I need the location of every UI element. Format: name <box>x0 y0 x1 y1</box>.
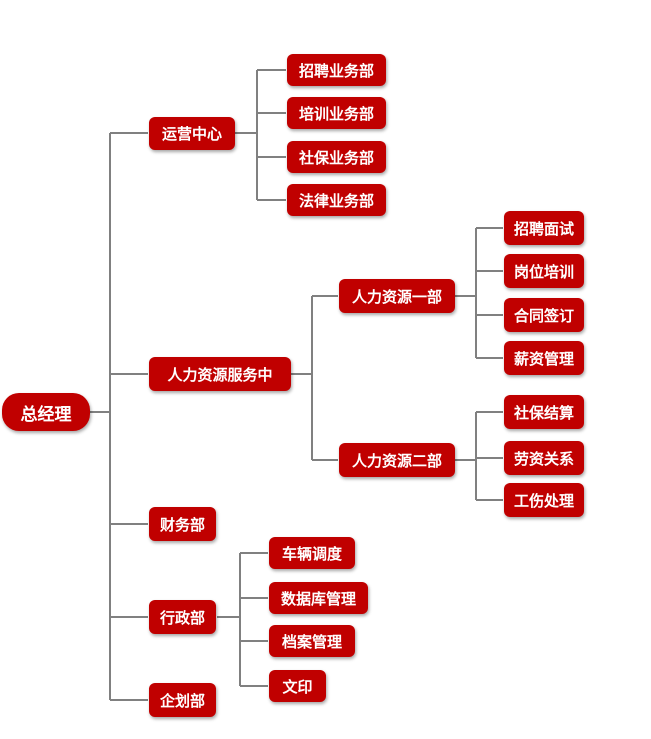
node-job-training: 岗位培训 <box>504 254 584 288</box>
node-social-security-business: 社保业务部 <box>287 141 386 173</box>
node-recruiting-business: 招聘业务部 <box>287 54 386 86</box>
node-archive-management: 档案管理 <box>269 625 355 657</box>
node-hr-service-center: 人力资源服务中 <box>149 357 291 391</box>
node-labor-relations: 劳资关系 <box>504 441 584 475</box>
node-social-security-settlement: 社保结算 <box>504 395 584 429</box>
node-finance-dept: 财务部 <box>149 507 216 541</box>
node-vehicle-dispatch: 车辆调度 <box>269 537 355 569</box>
node-recruit-interview: 招聘面试 <box>504 211 584 245</box>
node-general-manager: 总经理 <box>2 393 90 431</box>
node-admin-dept: 行政部 <box>149 600 216 634</box>
node-operations-center: 运营中心 <box>149 117 235 150</box>
node-legal-business: 法律业务部 <box>287 184 386 216</box>
node-database-management: 数据库管理 <box>269 582 368 614</box>
node-planning-dept: 企划部 <box>149 683 216 717</box>
node-contract-signing: 合同签订 <box>504 298 584 332</box>
node-hr-dept-2: 人力资源二部 <box>339 443 455 477</box>
node-printing: 文印 <box>269 670 326 702</box>
node-hr-dept-1: 人力资源一部 <box>339 279 455 313</box>
node-payroll-management: 薪资管理 <box>504 341 584 375</box>
node-work-injury-handling: 工伤处理 <box>504 483 584 517</box>
node-training-business: 培训业务部 <box>287 97 386 129</box>
